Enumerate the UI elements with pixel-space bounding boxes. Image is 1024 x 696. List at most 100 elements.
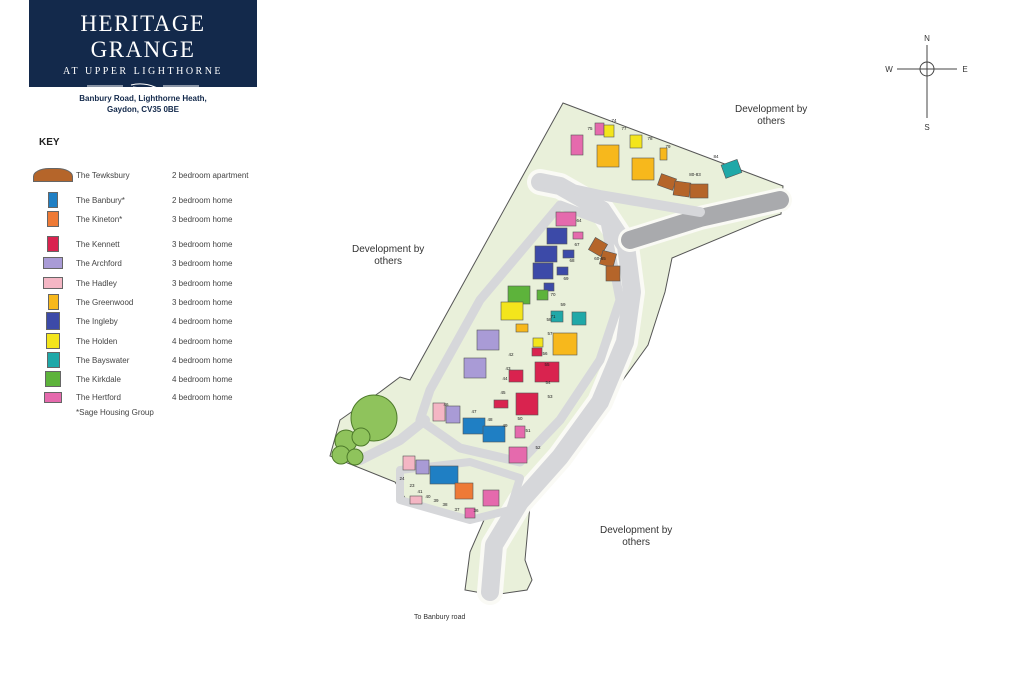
plot-numbers: 75747778798480-8364676869707160-65595857…	[399, 118, 719, 513]
plot-number: 48	[487, 417, 493, 422]
swatch-icon	[43, 277, 63, 289]
plot-number: 44	[502, 376, 508, 381]
plot-number: 74	[611, 118, 617, 123]
key-item-desc: 4 bedroom home	[172, 316, 233, 326]
plot-number: 42	[508, 352, 514, 357]
plot-hertford	[464, 507, 476, 519]
plot-hertford	[572, 231, 584, 240]
plot-number: 36	[473, 508, 479, 513]
plot-kirkdale	[536, 289, 549, 301]
plot-holden	[629, 134, 643, 149]
plot-bayswater	[571, 311, 587, 326]
key-item-desc: 4 bedroom home	[172, 392, 233, 402]
compass-s: S	[924, 123, 929, 132]
plot-tewksbury	[605, 265, 621, 282]
plot-ingleby	[532, 262, 554, 280]
plot-hertford	[508, 446, 528, 464]
plot-banbury	[429, 465, 459, 485]
plot-banbury	[462, 417, 486, 435]
key-item-desc: 2 bedroom apartment	[172, 170, 249, 180]
plot-kennett	[508, 369, 524, 383]
plot-kennett	[534, 361, 560, 383]
swatch-icon	[44, 391, 62, 403]
address: Banbury Road, Lighthorne Heath, Gaydon, …	[29, 93, 257, 115]
compass-icon	[897, 45, 957, 118]
address-line1: Banbury Road, Lighthorne Heath,	[79, 94, 207, 103]
plot-number: 59	[560, 302, 566, 307]
plot-number: 57	[547, 331, 553, 336]
key-item-name: The Banbury*	[76, 195, 125, 205]
plot-hertford	[570, 134, 584, 156]
swatch-icon	[47, 294, 59, 310]
plot-number: 51	[525, 428, 531, 433]
plot-number: 37	[454, 507, 460, 512]
swatch-icon	[47, 236, 59, 252]
plot-bayswater	[550, 310, 564, 323]
plot-kennett	[515, 392, 539, 416]
plot-banbury	[482, 425, 506, 443]
plot-hertford	[514, 425, 526, 439]
plot-kennett	[531, 347, 543, 357]
plot-number: 23	[409, 483, 415, 488]
plot-number: 68	[569, 258, 575, 263]
plot-archford	[415, 459, 430, 475]
key-note: *Sage Housing Group	[76, 408, 154, 417]
plot-number: 43	[505, 366, 511, 371]
trees	[331, 394, 398, 466]
plot-greenwood	[552, 332, 578, 356]
plot-ingleby	[534, 245, 558, 263]
plot-hertford	[482, 489, 500, 507]
plot-hertford	[594, 122, 605, 136]
plot-hadley	[402, 455, 416, 471]
key-item: The Kineton*3 bedroom home	[30, 211, 232, 227]
label-to-banbury-road: To Banbury road	[414, 614, 466, 621]
swatch-icon	[47, 211, 59, 227]
plot-kirkdale	[507, 285, 531, 305]
plot-number: 55	[544, 362, 550, 367]
plot-number: 75	[587, 126, 593, 131]
swatch-icon	[46, 333, 60, 349]
key-item-name: The Holden	[76, 336, 118, 346]
plot-number: 45	[500, 390, 506, 395]
plot-number: 64	[576, 218, 582, 223]
plot-greenwood	[631, 157, 655, 181]
key-item-name: The Kineton*	[76, 214, 123, 224]
key-item-desc: 4 bedroom home	[172, 355, 233, 365]
swatch-icon	[43, 257, 63, 269]
key-item-name: The Kennett	[76, 239, 120, 249]
plot-archford	[445, 405, 461, 424]
plot-number: 38	[442, 502, 448, 507]
plot-number: 69	[563, 276, 569, 281]
swatch-icon	[46, 352, 60, 368]
plot-number: 56	[542, 351, 548, 356]
plot-number: 53	[547, 394, 553, 399]
address-line2: Gaydon, CV35 0BE	[106, 105, 180, 114]
plot-greenwood	[659, 147, 668, 161]
plot-number: 58	[546, 317, 552, 322]
plot-hadley	[432, 402, 446, 422]
logo-swash	[87, 83, 199, 89]
key-item-desc: 2 bedroom home	[172, 195, 233, 205]
plot-ingleby	[543, 282, 555, 292]
plot-greenwood	[515, 323, 529, 333]
swatch-icon	[33, 168, 73, 182]
plot-archford	[476, 329, 500, 351]
plot-number: 47	[471, 409, 477, 414]
plot-holden	[532, 337, 544, 348]
plot-hertford	[555, 211, 577, 227]
plot-number: 84	[713, 154, 719, 159]
swatch-icon	[45, 371, 61, 387]
key-item-desc: 3 bedroom home	[172, 278, 233, 288]
key-item-desc: 3 bedroom home	[172, 239, 233, 249]
plot-holden	[603, 124, 615, 138]
